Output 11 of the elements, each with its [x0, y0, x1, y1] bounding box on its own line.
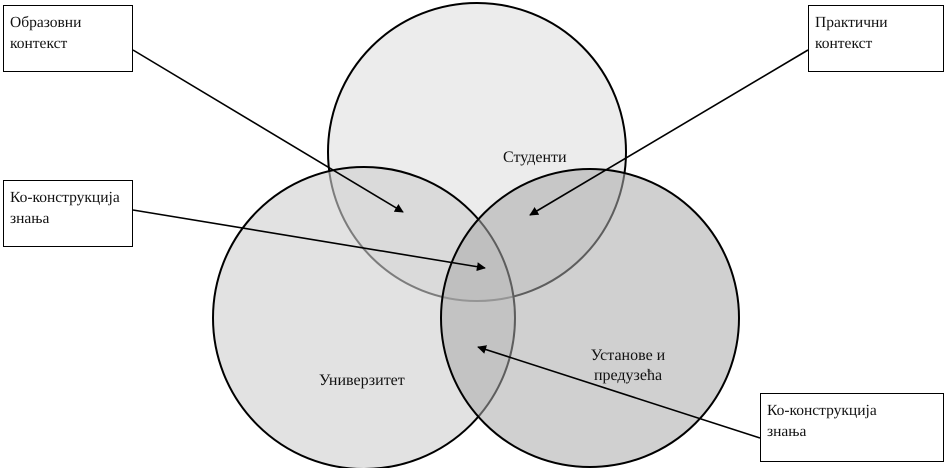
label-box: Ко-конструкција знања — [760, 393, 944, 462]
circle-label: Установе и предузећа — [590, 346, 666, 386]
leader-line — [132, 209, 486, 272]
label-box: Образовни контекст — [3, 5, 133, 72]
leader-line — [132, 49, 404, 213]
label-box: Практични контекст — [808, 5, 944, 72]
label-box: Ко-конструкција знања — [3, 180, 133, 247]
leader-line — [477, 345, 760, 439]
circle-label: Студенти — [503, 148, 567, 168]
leader-line — [529, 49, 808, 216]
circle-label: Универзитет — [319, 371, 405, 391]
